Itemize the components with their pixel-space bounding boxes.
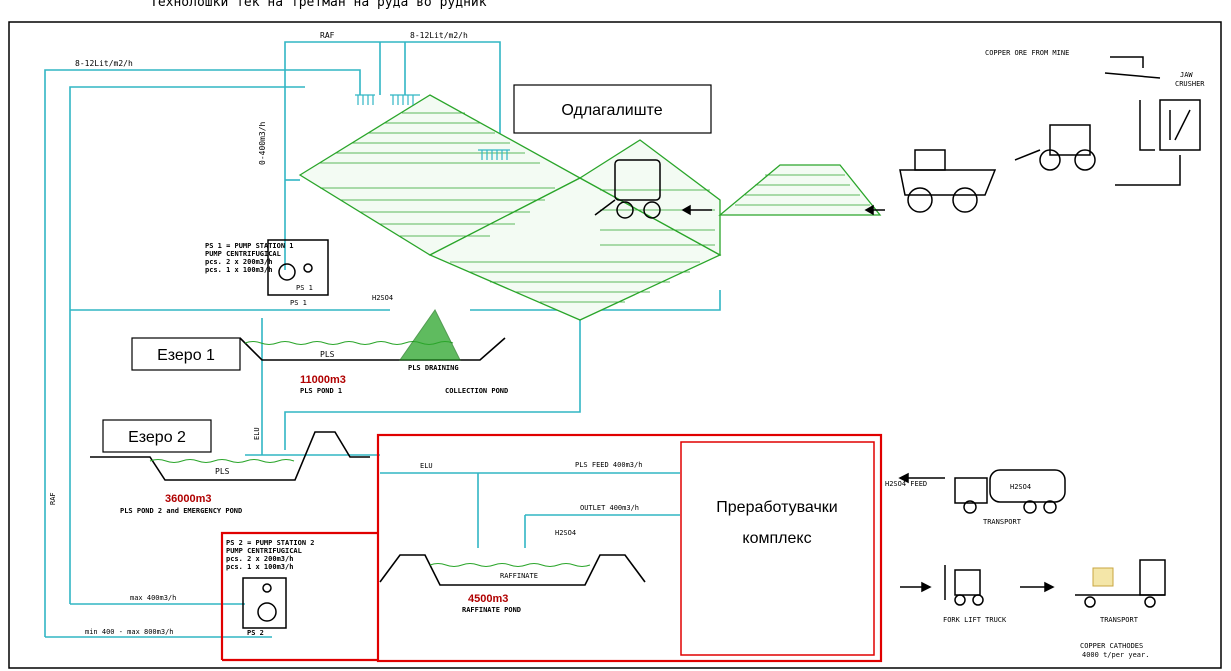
label-raff-volume: 4500m3 (468, 593, 508, 605)
wheel-loader-icon (1014, 124, 1096, 171)
label-vertical-flow: 0-400m3/h (258, 121, 267, 165)
callout-heap: Одлагалиште (561, 102, 662, 119)
pls-pond-2 (90, 431, 370, 481)
label-cathodes2: 4000 t/per year. (1082, 651, 1149, 659)
highlight-processing (376, 433, 883, 663)
callouts: Одлагалиште Езеро 1 Езеро 2 Преработувач… (102, 84, 838, 547)
label-max400: max 400m3/h (130, 594, 176, 602)
label-raffinate: RAFFINATE (500, 572, 538, 580)
label-outlet: OUTLET 400m3/h (580, 504, 639, 512)
label-ps2-3: pcs. 2 x 200m3/h (226, 555, 293, 563)
highlight-boxes (220, 433, 883, 663)
callout-lake2: Езеро 2 (128, 429, 186, 446)
pipe-network (44, 41, 721, 638)
label-pond2-volume: 36000m3 (165, 493, 212, 505)
label-cathodes1: COPPER CATHODES (1080, 642, 1143, 650)
heap-leach-pads (298, 94, 882, 321)
label-ps1-3: pcs. 2 x 200m3/h (205, 258, 272, 266)
label-flow-top: 8-12Lit/m2/h (410, 31, 468, 40)
highlight-ps2 (220, 531, 378, 660)
header-title: Технолошки тек на третман на руда во руд… (150, 0, 487, 10)
processing-complex-box (680, 441, 875, 656)
label-pond2-name: PLS POND 2 and EMERGENCY POND (120, 507, 242, 515)
ps2-pump-icon (242, 577, 287, 629)
conveyor-icon (1104, 72, 1161, 79)
callout-lake1: Езеро 1 (157, 347, 215, 364)
label-transport1: TRANSPORT (983, 518, 1022, 526)
label-ps1-tag: PS 1 (296, 284, 313, 292)
label-pls2: PLS (215, 467, 230, 476)
flow-arrows (681, 204, 1055, 593)
label-ps2-1: PS 2 = PUMP STATION 2 (226, 539, 315, 547)
label-raff-name: RAFFINATE POND (462, 606, 521, 614)
label-ps1: PS 1 (290, 299, 307, 307)
label-forklift: FORK LIFT TRUCK (943, 616, 1007, 624)
label-ps1-1: PS 1 = PUMP STATION 1 (205, 242, 294, 250)
ponds (90, 337, 646, 586)
label-h2so4-2: H2SO4 (555, 529, 576, 537)
pipe-left-main (44, 69, 361, 637)
label-eluat: ELU (253, 427, 261, 440)
label-collection-pond: COLLECTION POND (445, 387, 508, 395)
label-ps1-4: pcs. 1 x 100m3/h (205, 266, 272, 274)
technical-labels: 8-12Lit/m2/h 8-12Lit/m2/h RAF 0-400m3/h … (49, 31, 1205, 659)
label-crusher: CRUSHER (1175, 80, 1205, 88)
pls-pond-1 (239, 337, 506, 361)
label-raf-vertical: RAF (49, 492, 57, 505)
dump-truck-icon (899, 149, 997, 213)
label-ps2-4: pcs. 1 x 100m3/h (226, 563, 293, 571)
label-jaw: JAW (1180, 71, 1193, 79)
label-ps2: PS 2 (247, 629, 264, 637)
diagram-frame (8, 21, 1222, 669)
label-minmax: min 400 - max 800m3/h (85, 628, 174, 636)
mining-equipment (242, 56, 1201, 629)
label-pond1-name: PLS POND 1 (300, 387, 342, 395)
label-flow-left: 8-12Lit/m2/h (75, 59, 133, 68)
callout-processing-line2: комплекс (742, 530, 811, 547)
skid-loader-icon (594, 159, 661, 219)
label-ps2-2: PUMP CENTRIFUGICAL (226, 547, 302, 555)
cathode-stack-icon (1092, 567, 1114, 587)
label-pls: PLS (320, 350, 335, 359)
label-ps1-2: PUMP CENTRIFUGICAL (205, 250, 281, 258)
label-eluat-2: ELU (420, 462, 433, 470)
callout-lake2-box (102, 419, 212, 453)
raffinate-pond (379, 554, 646, 586)
jaw-crusher-icon (1159, 99, 1201, 151)
label-raf-top: RAF (320, 31, 335, 40)
label-copper-ore: COPPER ORE FROM MINE (985, 49, 1069, 57)
label-pls-feed: PLS FEED 400m3/h (575, 461, 642, 469)
flatbed-truck-icon (1075, 559, 1166, 608)
ps1-pump-icon (267, 239, 329, 296)
label-transport2: TRANSPORT (1100, 616, 1139, 624)
callout-heap-box (513, 84, 712, 134)
label-pond1-volume: 11000m3 (300, 374, 346, 386)
label-h2so4: H2SO4 (372, 294, 393, 302)
pls-draining-icon (399, 309, 461, 361)
callout-lake1-box (131, 337, 241, 371)
tanker-truck-icon (954, 469, 1066, 514)
label-h2so4-truck: H2SO4 (1010, 483, 1031, 491)
label-h2so4-feed: H2SO4 FEED (885, 480, 927, 488)
forklift-icon (944, 565, 984, 606)
label-pls-draining: PLS DRAINING (408, 364, 459, 372)
callout-processing-line1: Преработувачки (716, 499, 837, 516)
